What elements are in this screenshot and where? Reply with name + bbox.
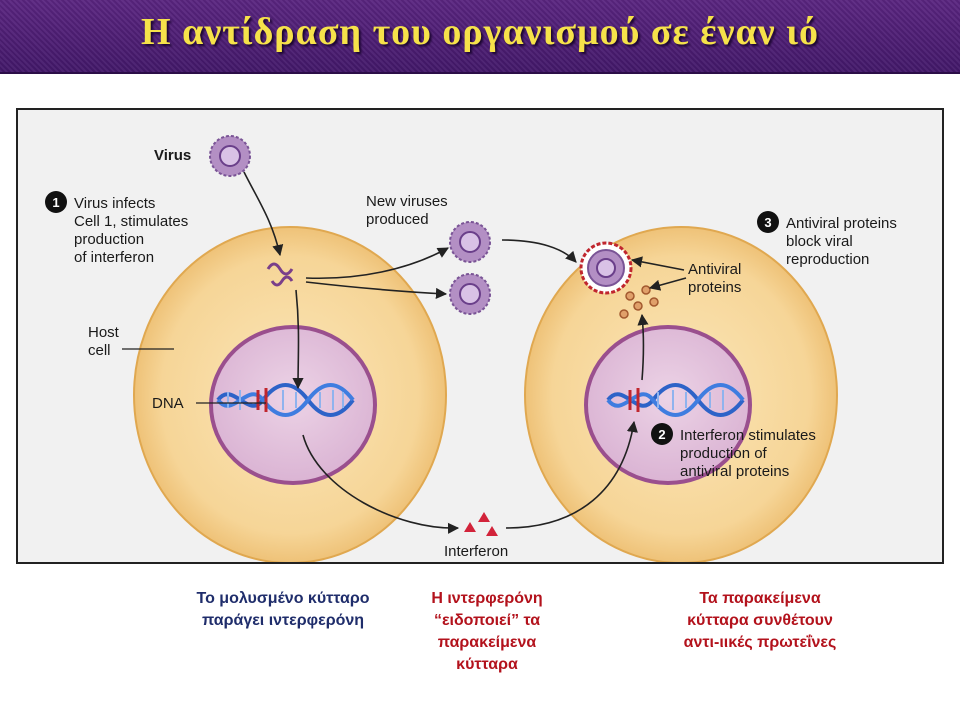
step-2-line: production of — [680, 445, 768, 462]
caption-line: Η ιντερφερόνη — [431, 590, 543, 607]
host-cell-label: Host — [88, 324, 120, 341]
step-2-line: antiviral proteins — [680, 463, 789, 480]
label-leader-lines — [122, 348, 266, 404]
new-virus-2 — [449, 273, 491, 315]
caption-line: Το μολυσμένο κύτταρο — [196, 590, 370, 607]
nucleus-1 — [209, 325, 377, 485]
virus-particle — [209, 135, 251, 177]
diagram-frame: Virus 1 Virus infects Cell 1, stimulates… — [16, 108, 944, 564]
step-1-line: Cell 1, stimulates — [74, 213, 188, 230]
blocked-virus — [579, 241, 633, 295]
new-virus-1 — [449, 221, 491, 263]
interferon-label: Interferon — [444, 543, 508, 560]
step-3-line: Antiviral proteins — [786, 215, 897, 232]
dna-label: DNA — [152, 395, 184, 412]
step-2-number: 2 — [658, 427, 665, 442]
host-cell-label: cell — [88, 342, 111, 359]
caption-line: κύτταρα συνθέτουν — [687, 612, 833, 629]
step-1-number: 1 — [52, 195, 59, 210]
dna-helix-2 — [606, 383, 745, 417]
step-1-line: production — [74, 231, 144, 248]
pathway-arrows — [243, 171, 687, 534]
caption-infected-cell: Το μολυσμένο κύτταρο παράγει ιντερφερόνη — [168, 588, 398, 632]
title-bar: Η αντίδραση του οργανισμού σε έναν ιό — [0, 0, 960, 74]
slide-title: Η αντίδραση του οργανισμού σε έναν ιό — [141, 11, 819, 53]
step-3-line: block viral — [786, 233, 853, 250]
antiviral-proteins-label: Antiviral — [688, 261, 741, 278]
caption-line: “ειδοποιεί” τα — [433, 612, 541, 629]
step-2-line: Interferon stimulates — [680, 427, 816, 444]
step-2: 2 Interferon stimulates production of an… — [651, 423, 816, 480]
step-3: 3 Antiviral proteins block viral reprodu… — [757, 211, 897, 268]
diagram-svg: Virus 1 Virus infects Cell 1, stimulates… — [45, 135, 897, 562]
step-3-line: reproduction — [786, 251, 869, 268]
caption-line: αντι-ιικές πρωτεΐνες — [683, 634, 837, 651]
caption-line: παρακείμενα — [437, 634, 537, 651]
new-viruses-label: produced — [366, 211, 429, 228]
virus-label: Virus — [154, 147, 191, 164]
antiviral-proteins-label: proteins — [688, 279, 741, 296]
dna-helix-1 — [216, 383, 355, 417]
caption-interferon-alert: Η ιντερφερόνη “ειδοποιεί” τα παρακείμενα… — [402, 588, 572, 676]
caption-neighbor-cells: Τα παρακείμενα κύτταρα συνθέτουν αντι-ιι… — [650, 588, 870, 654]
antiviral-protein-dots — [619, 285, 659, 319]
caption-line: Τα παρακείμενα — [699, 590, 821, 607]
caption-line: κύτταρα — [456, 656, 518, 673]
step-1-line: of interferon — [74, 249, 154, 266]
step-1: 1 Virus infects Cell 1, stimulates produ… — [45, 191, 188, 266]
step-1-line: Virus infects — [74, 195, 155, 212]
step-3-number: 3 — [764, 215, 771, 230]
nucleus-2 — [584, 325, 752, 485]
new-viruses-label: New viruses — [366, 193, 448, 210]
interferon-molecules — [464, 512, 498, 536]
caption-line: παράγει ιντερφερόνη — [201, 612, 365, 629]
viral-material-in-cell — [266, 262, 294, 287]
